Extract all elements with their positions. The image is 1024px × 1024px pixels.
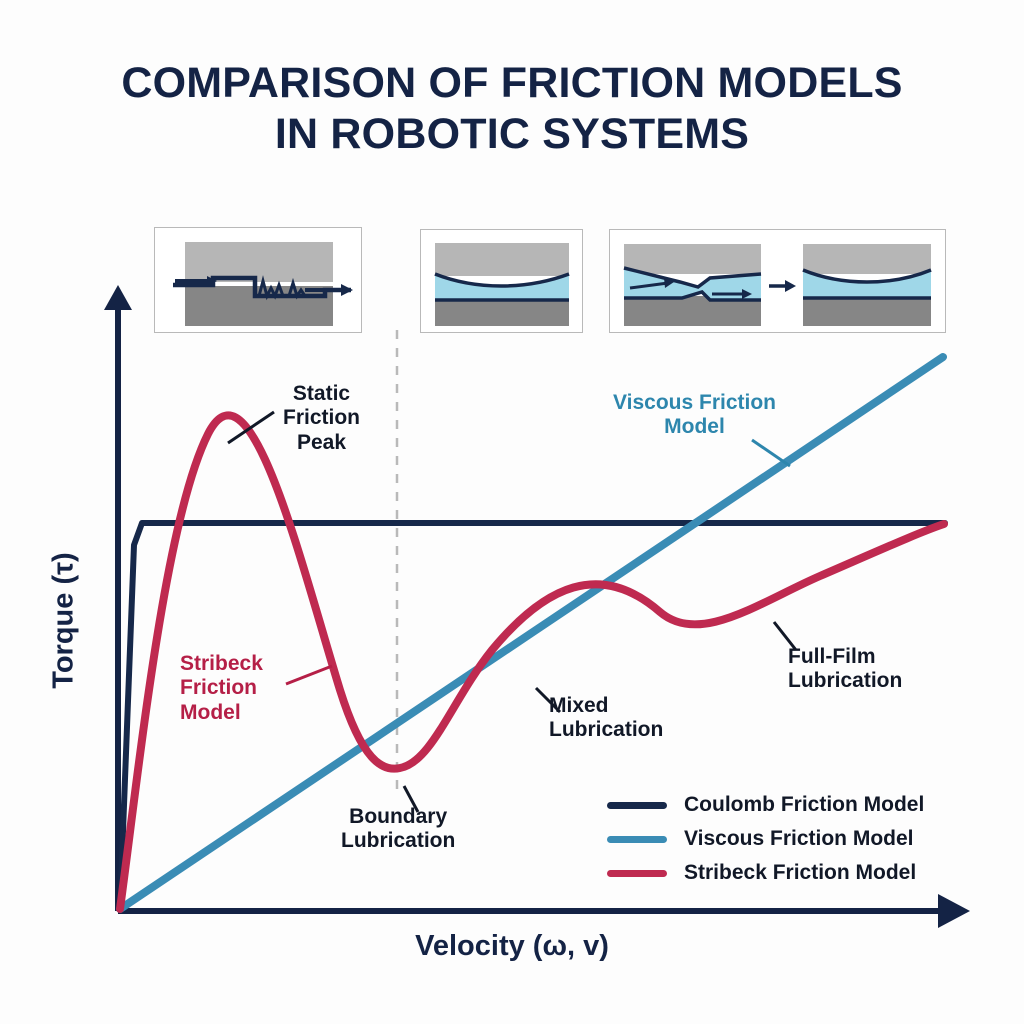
- chart-legend: Coulomb Friction Model Viscous Friction …: [607, 788, 924, 890]
- annotation-stribeck-friction-model: Stribeck Friction Model: [180, 652, 263, 724]
- stribeck-friction-curve: [116, 411, 948, 913]
- viscous-leader-line: [751, 438, 791, 468]
- annotation-static-friction-peak: Static Friction Peak: [283, 382, 360, 454]
- full-film-leader-line: [772, 621, 798, 651]
- y-axis-arrow: [104, 285, 132, 310]
- legend-item-stribeck: Stribeck Friction Model: [607, 856, 924, 890]
- legend-swatch-viscous: [607, 835, 667, 843]
- stribeck-leader-line: [285, 664, 333, 686]
- annotation-boundary-lubrication: Boundary Lubrication: [341, 805, 456, 853]
- coulomb-friction-curve: [117, 520, 948, 912]
- legend-swatch-stribeck: [607, 869, 667, 877]
- boundary-leader-line: [402, 785, 420, 813]
- annotation-viscous-friction-model: Viscous Friction Model: [613, 391, 776, 439]
- legend-label-stribeck: Stribeck Friction Model: [684, 861, 917, 884]
- x-axis-arrow: [938, 894, 970, 928]
- legend-item-viscous: Viscous Friction Model: [607, 822, 924, 856]
- viscous-friction-curve: [116, 353, 947, 913]
- x-axis-title: Velocity (ω, v): [415, 930, 609, 962]
- mixed-lubrication-inset: [420, 229, 583, 333]
- page-title: COMPARISON OF FRICTION MODELS IN ROBOTIC…: [0, 58, 1024, 160]
- legend-label-viscous: Viscous Friction Model: [684, 827, 914, 850]
- annotation-full-film-lubrication: Full-Film Lubrication: [788, 645, 903, 693]
- full-film-lubrication-inset: [609, 229, 946, 333]
- boundary-lubrication-inset: [154, 227, 362, 333]
- legend-label-coulomb: Coulomb Friction Model: [684, 793, 925, 816]
- legend-item-coulomb: Coulomb Friction Model: [607, 788, 924, 822]
- annotation-mixed-lubrication: Mixed Lubrication: [549, 694, 664, 742]
- title-line-1: COMPARISON OF FRICTION MODELS: [121, 59, 903, 107]
- static-peak-leader-line: [227, 410, 275, 445]
- mixed-leader-line: [534, 686, 562, 714]
- title-line-2: IN ROBOTIC SYSTEMS: [274, 110, 750, 158]
- y-axis-title: Torque (τ): [47, 552, 80, 689]
- legend-swatch-coulomb: [607, 801, 667, 809]
